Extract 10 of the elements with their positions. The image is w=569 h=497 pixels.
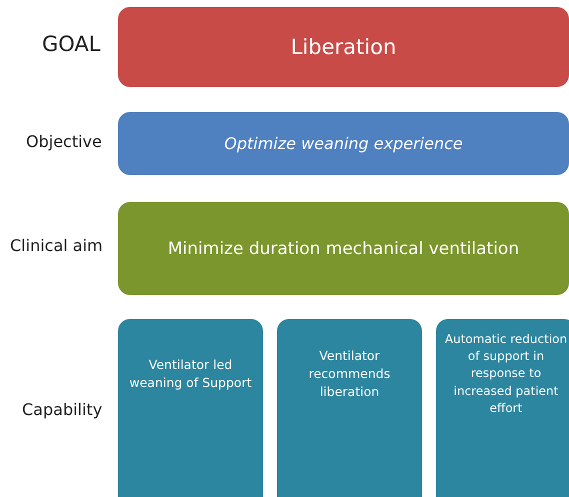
capability-card: Automatic reduction of support in response to increased patient effort bbox=[436, 319, 569, 497]
objective-band: Optimize weaning experience bbox=[118, 112, 569, 175]
capability-card: Ventilator recommends liberation bbox=[277, 319, 422, 497]
row-label: Clinical aim bbox=[10, 236, 103, 255]
row-label: Capability bbox=[22, 400, 102, 419]
capability-card: Ventilator led weaning of Support bbox=[118, 319, 263, 497]
row-label: GOAL bbox=[42, 32, 100, 56]
row-label: Objective bbox=[26, 132, 102, 151]
clinical-aim-band: Minimize duration mechanical ventilation bbox=[118, 202, 569, 295]
goal-band: Liberation bbox=[118, 7, 569, 87]
